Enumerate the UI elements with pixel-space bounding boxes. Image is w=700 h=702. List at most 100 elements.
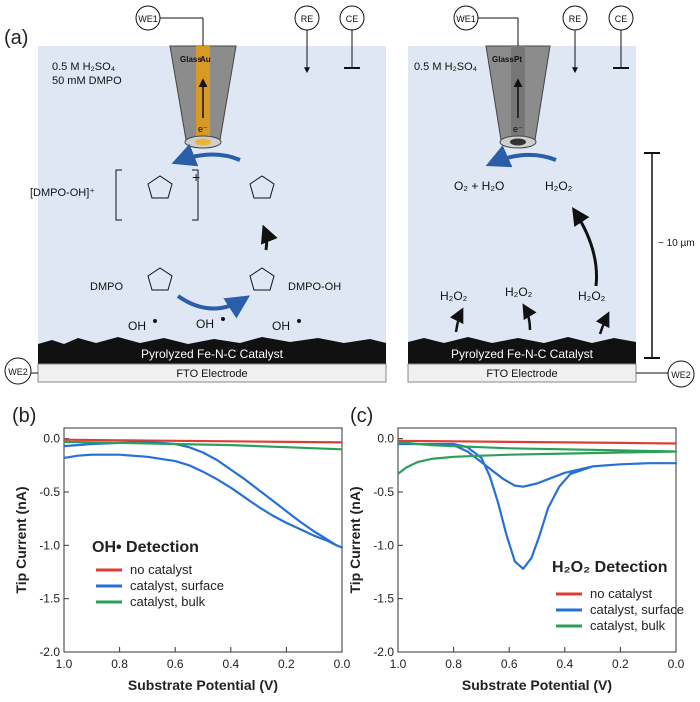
dmpo-oh-plus-label: [DMPO-OH]⁺: [30, 187, 95, 199]
chart-b-xtick-label: 1.0: [56, 657, 73, 671]
dmpo-oh-top-ring: [249, 175, 275, 199]
right-tip-disk: [510, 138, 526, 146]
left-tip-metal-label: Au: [200, 55, 211, 64]
chart-b-series-catalyst-bulk: [63, 440, 343, 451]
chart-b-xtick-label: 0.6: [167, 657, 184, 671]
right-h2o2-1: H₂O₂: [440, 289, 468, 303]
chart-b-ytick-label: -1.0: [39, 538, 60, 552]
chart-c-legend-label: catalyst, surface: [590, 602, 684, 617]
right-we2-circle: [667, 360, 695, 388]
left-catalyst-label: Pyrolyzed Fe-N-C Catalyst: [141, 347, 284, 361]
left-up-arrow: [260, 224, 278, 251]
right-h2o2-top: H₂O₂: [545, 179, 573, 193]
chart-c-title: H₂O₂ Detection: [552, 559, 668, 576]
left-schematic: 0.5 M H₂SO₄ 50 mM DMPO Glass Au e⁻ WE1 R…: [4, 5, 387, 385]
right-electron-label: e⁻: [513, 124, 523, 134]
right-h2o2-3: H₂O₂: [578, 289, 606, 303]
oh-radical-3: OH: [272, 319, 290, 333]
chart-c-ytick-label: -2.0: [373, 645, 394, 659]
chart-b-ytick-label: -1.5: [39, 592, 60, 606]
chart-c-ylabel: Tip Current (nA): [347, 486, 363, 593]
chart-c-xlabel: Substrate Potential (V): [462, 677, 612, 693]
left-electrode-label: FTO Electrode: [176, 368, 247, 380]
dmpo-oh-bottom-ring: [249, 267, 275, 291]
right-catalyst-label: Pyrolyzed Fe-N-C Catalyst: [451, 347, 594, 361]
chart-c-plot-frame: [397, 427, 677, 653]
chart-b-series-catalyst-surface: [63, 440, 344, 549]
right-we1-circle: [453, 5, 479, 31]
chart-c-series-catalyst-surface: [398, 442, 678, 570]
right-electrode-label: FTO Electrode: [486, 368, 557, 380]
right-catalyst-layer: [408, 337, 636, 364]
chart-c-xtick-label: 0.2: [612, 657, 629, 671]
chart-b-ytick-label: 0.0: [43, 432, 60, 446]
chart-c-legend-label: no catalyst: [590, 586, 653, 601]
left-catalyst-layer: [38, 337, 386, 364]
chart-b-xtick-label: 0.2: [278, 657, 295, 671]
left-electron-label: e⁻: [198, 124, 208, 134]
panel-a: (a) 0.5 M H₂SO₄ 50 mM DMPO Glass Au e⁻ W…: [4, 5, 695, 388]
chart-c-ytick-label: 0.0: [377, 432, 394, 446]
left-we2-label: WE2: [8, 367, 28, 377]
oh-radical-1: OH: [128, 319, 146, 333]
right-tip-metal-label: Pt: [514, 55, 522, 64]
chart-c-ytick-label: -0.5: [373, 485, 394, 499]
chart-b: 1.0 0.8 0.6 0.4 0.2 0.0 0.0 -0.5 -1.0 -1.5 -2.0Sub…: [13, 427, 351, 693]
right-h2o2-2: H₂O₂: [505, 285, 533, 299]
left-we2-circle: [4, 357, 32, 385]
dmpo-oh-plus-ring: [147, 175, 173, 199]
left-oxidation-arrow: [171, 143, 241, 167]
left-electrolyte-line2: 50 mM DMPO: [52, 75, 122, 87]
left-trap-arrow: [176, 294, 251, 319]
chart-b-legend-label: catalyst, bulk: [130, 594, 206, 609]
scale-bar-label: ~ 10 µm: [658, 238, 695, 249]
right-reduction-arrow: [485, 145, 557, 168]
chart-c-series-catalyst-bulk: [397, 441, 678, 475]
right-schematic: 0.5 M H₂SO₄ Glass Pt e⁻ WE1 RE CE O₂ + H…: [407, 5, 695, 388]
dmpo-oh-label: DMPO-OH: [288, 281, 341, 293]
chart-c-legend-label: catalyst, bulk: [590, 618, 666, 633]
chart-b-legend-label: catalyst, surface: [130, 578, 224, 593]
chart-b-xtick-label: 0.8: [111, 657, 128, 671]
chart-b-legend-label: no catalyst: [130, 562, 193, 577]
oh-radical-2: OH: [196, 317, 214, 331]
left-tip-glass-label: Glass: [180, 55, 202, 64]
right-product-label: O₂ + H₂O: [454, 179, 504, 193]
chart-b-xtick-label: 0.0: [334, 657, 351, 671]
chart-b-ytick-label: -0.5: [39, 485, 60, 499]
chart-c-xtick-label: 0.8: [445, 657, 462, 671]
panel-b-letter: (b): [12, 405, 36, 427]
left-re-label: RE: [301, 14, 314, 24]
right-electrolyte-line1: 0.5 M H₂SO₄: [414, 61, 478, 73]
chart-b-ylabel: Tip Current (nA): [13, 486, 29, 593]
chart-c-ytick-label: -1.5: [373, 592, 394, 606]
right-ce-label: CE: [615, 14, 628, 24]
chart-c-xtick-label: 0.6: [501, 657, 518, 671]
chart-c-xtick-label: 1.0: [390, 657, 407, 671]
chart-b-ytick-label: -2.0: [39, 645, 60, 659]
right-re-label: RE: [569, 14, 582, 24]
dmpo-label: DMPO: [90, 281, 123, 293]
dmpo-ring: [147, 267, 173, 291]
right-diffusion-arrow: [572, 206, 598, 287]
panel-a-letter: (a): [4, 27, 28, 49]
chart-c-xtick-label: 0.0: [668, 657, 685, 671]
chart-b-xlabel: Substrate Potential (V): [128, 677, 278, 693]
right-we2-label: WE2: [671, 370, 691, 380]
left-tip-disk: [195, 138, 211, 146]
left-electrolyte-line1: 0.5 M H₂SO₄: [52, 61, 116, 73]
right-tip-glass-label: Glass: [492, 55, 514, 64]
chart-b-plot-frame: [63, 427, 343, 653]
chart-b-series-no-catalyst: [63, 438, 343, 444]
left-we1-circle: [135, 5, 161, 31]
right-we1-label: WE1: [456, 14, 476, 24]
chart-b-title: OH• Detection: [92, 539, 199, 556]
plus-sign: +: [192, 169, 200, 185]
chart-b-xtick-label: 0.4: [222, 657, 239, 671]
chart-c-xtick-label: 0.4: [556, 657, 573, 671]
left-we1-label: WE1: [138, 14, 158, 24]
left-ce-label: CE: [346, 14, 359, 24]
chart-c-series-no-catalyst: [397, 439, 677, 445]
